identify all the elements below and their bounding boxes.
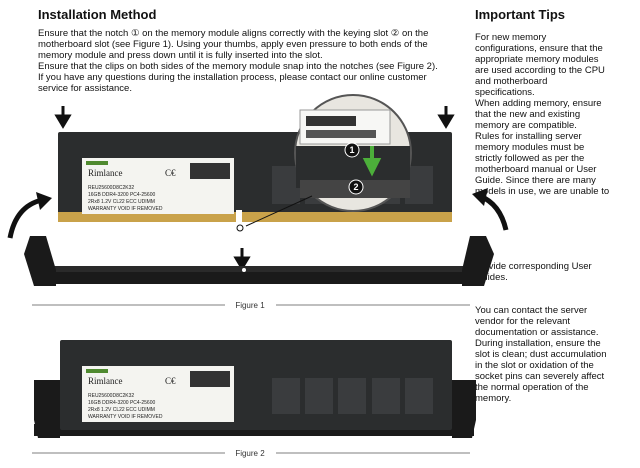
tips-line: You can contact the server [475,305,588,316]
tips-line: models in use, we are unable to [475,186,610,197]
slot-clip-right [452,380,476,438]
tips-block-2: provide corresponding User Guides. [475,261,635,283]
marker-1-label: 1 [349,145,354,155]
marker-1 [344,142,360,158]
barcode-icon [190,371,230,387]
figure-1: Rimlance C€ REU25600D8C2K32 16GB DDR4-32… [7,94,509,310]
tips-line: in the slot or oxidation of the [475,360,594,371]
tips-line: During installation, ensure the [475,338,601,349]
tips-line: are used according to the CPU [475,65,605,76]
tips-line: When adding memory, ensure [475,98,602,109]
install-text: Ensure that the notch ① on the memory mo… [38,28,468,94]
label-green-tag [86,161,108,165]
tips-line: memory modules must be [475,142,585,153]
install-line: If you have any questions during the ins… [38,72,427,83]
module-spec: 16GB DDR4-3200 PC4-25600 [88,400,155,406]
memory-chip [338,378,366,414]
label-green-tag [86,369,108,373]
tips-line: provide corresponding User [475,261,592,272]
marker-2 [348,179,364,195]
tips-line: memory. [475,393,512,404]
arrow-head-icon [36,192,52,210]
magnifier-pointer [245,195,313,227]
magnified-label [299,109,391,145]
module-warranty: WARRANTY VOID IF REMOVED [88,206,163,212]
tips-line: slot is clean; dust accumulation [475,349,607,360]
tips-line: that the new and existing [475,109,581,120]
tips-line: vendor for the relevant [475,316,571,327]
figure-2-caption: Figure 2 [235,449,265,458]
install-line: service for assistance. [38,83,132,94]
tips-line: memory are compatible. [475,120,577,131]
figure-2: Rimlance C€ REU25600D8C2K32 16GB DDR4-32… [32,340,476,458]
gold-contacts [58,212,452,222]
tips-line: For new memory [475,32,547,43]
tips-block-1: For new memory configurations, ensure th… [475,32,635,197]
tips-line: documentation or assistance. [475,327,599,338]
install-line: Ensure that the clips on both sides of t… [38,61,438,72]
tips-line: strictly followed as per the [475,153,585,164]
tips-line: motherboard manual or User [475,164,597,175]
memory-chip [272,166,300,204]
figure-1-caption: Figure 1 [235,301,265,310]
tips-block-3: You can contact the server vendor for th… [475,305,635,404]
install-line: Ensure that the notch ① on the memory mo… [38,28,429,39]
tips-line: Rules for installing server [475,131,582,142]
tips-line: the normal operation of the [475,382,589,393]
module-brand: Rimlance [88,376,123,386]
install-title: Installation Method [38,7,157,22]
tips-line: socket pins can severely affect [475,371,605,382]
module-spec2: 2Rx8 1.2V CL22 ECC UDIMM [88,199,155,205]
module-warranty: WARRANTY VOID IF REMOVED [88,414,163,420]
memory-chip [405,378,433,414]
arrow-down-icon [54,106,72,129]
barcode-icon [306,116,356,126]
memory-chip [372,378,400,414]
module-part: REU25600D8C2K32 [88,393,134,399]
barcode-icon [190,163,230,179]
barcode-icon [306,130,376,138]
slot-key [242,268,246,272]
curved-arrow-icon [7,197,43,239]
arrow-down-icon [362,146,382,177]
memory-slot [38,272,480,284]
slot-clip-right [462,236,494,286]
slot-rail [44,266,474,272]
tips-line: Guide. Since there are many [475,175,596,186]
tips-line: Guides. [475,272,508,283]
install-line: memory module and press down until it is… [38,50,323,61]
slot-clip-left [34,380,60,438]
ce-mark-icon: C€ [165,376,176,386]
arrow-down-icon [437,106,455,129]
tips-line: appropriate memory modules [475,54,599,65]
tips-line: and motherboard [475,76,548,87]
module-part: REU25600D8C2K32 [88,185,134,191]
memory-chip [272,378,300,414]
module-spec2: 2Rx8 1.2V CL22 ECC UDIMM [88,407,155,413]
ce-mark-icon: C€ [165,168,176,178]
slot-clip-left [24,236,56,286]
tips-line: configurations, ensure that the [475,43,603,54]
arrow-head-icon [472,188,488,206]
module-spec: 16GB DDR4-3200 PC4-25600 [88,192,155,198]
module-notch [236,210,242,224]
notch-marker [236,224,244,232]
memory-chip [305,378,333,414]
tips-line: specifications. [475,87,535,98]
module-brand: Rimlance [88,168,123,178]
tips-title: Important Tips [475,7,566,22]
marker-2-label: 2 [353,182,358,192]
arrow-down-icon [233,248,251,271]
install-line: motherboard slot (see Figure 1). Using y… [38,39,428,50]
